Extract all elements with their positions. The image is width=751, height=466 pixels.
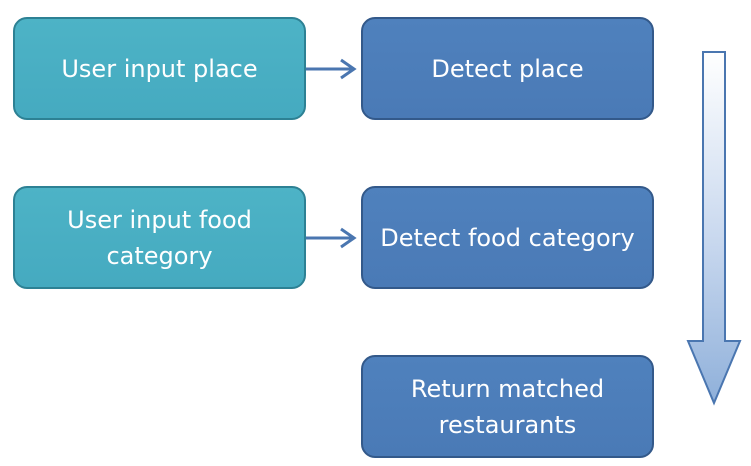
detect-place-label: Detect place	[431, 54, 584, 83]
detect-food-category-box: Detect food category	[361, 186, 654, 289]
user-input-food-category-box: User input food category	[13, 186, 306, 289]
user-input-place-box: User input place	[13, 17, 306, 120]
detect-food-category-label: Detect food category	[380, 223, 635, 252]
user-input-place-label: User input place	[61, 54, 258, 83]
down-arrow-icon	[686, 51, 742, 406]
return-matched-restaurants-label: Return matched restaurants	[410, 374, 605, 439]
connector-food-category-arrow	[306, 227, 357, 249]
detect-place-box: Detect place	[361, 17, 654, 120]
connector-place-arrow	[306, 58, 357, 80]
return-matched-restaurants-box: Return matched restaurants	[361, 355, 654, 458]
user-input-food-category-label: User input food category	[67, 205, 252, 270]
